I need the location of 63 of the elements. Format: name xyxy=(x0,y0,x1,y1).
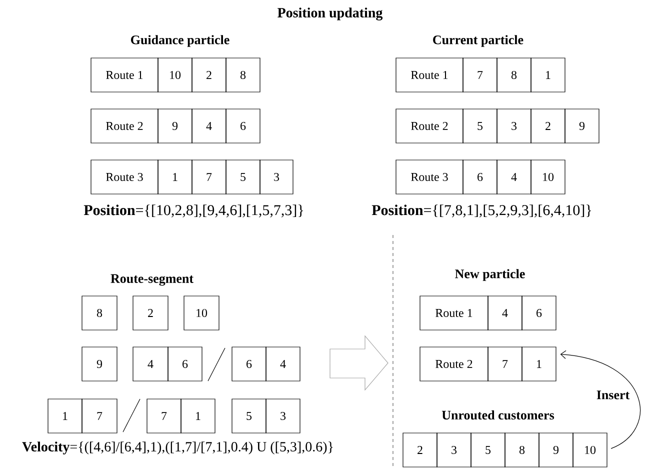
sequence-cell: 6 xyxy=(462,160,498,194)
sequence-cell: 1 xyxy=(158,160,192,194)
formula-text: Position={[10,2,8],[9,4,6],[1,5,7,3]} xyxy=(84,204,303,218)
formula-text: Position={[7,8,1],[5,2,9,3],[6,4,10]} xyxy=(372,204,591,218)
sequence-cell: 1 xyxy=(180,398,216,434)
sequence-cell: 3 xyxy=(436,432,472,468)
sequence-cell: 10 xyxy=(530,160,566,194)
sequence-cell: 1 xyxy=(48,398,82,434)
sequence-cell: 7 xyxy=(146,398,182,434)
sequence-cell: Route 3 xyxy=(396,160,464,194)
sequence-cell: 6 xyxy=(168,346,202,382)
sequence-cell: 4 xyxy=(266,346,300,382)
sequence-cell: 4 xyxy=(496,160,532,194)
sequence-cell: Route 2 xyxy=(420,346,488,382)
edge-label: Insert xyxy=(596,390,630,400)
sequence-cell: 5 xyxy=(462,108,498,144)
sequence-cell: 10 xyxy=(572,432,608,468)
sequence-cell: 7 xyxy=(462,58,498,92)
sequence-cell: 9 xyxy=(538,432,574,468)
sequence-cell: 1 xyxy=(522,346,556,382)
sequence-cell: 4 xyxy=(192,108,226,144)
sequence-cell: 2 xyxy=(132,296,168,330)
sequence-cell: 2 xyxy=(402,432,438,468)
heading: Guidance particle xyxy=(130,35,230,47)
sequence-cell: 10 xyxy=(158,58,192,92)
sequence-cell: Route 2 xyxy=(396,108,464,144)
sequence-cell: 5 xyxy=(232,398,266,434)
sequence-cell: 8 xyxy=(504,432,540,468)
sequence-cell: 10 xyxy=(184,296,220,330)
sequence-cell: 5 xyxy=(226,160,260,194)
sequence-cell: 2 xyxy=(192,58,226,92)
sequence-cell: 1 xyxy=(530,58,566,92)
sequence-cell: 6 xyxy=(226,108,260,144)
title: Position updating xyxy=(278,8,383,20)
sequence-cell: 6 xyxy=(232,346,266,382)
heading: Route-segment xyxy=(110,274,194,286)
sequence-cell: 7 xyxy=(488,346,522,382)
sequence-cell: 7 xyxy=(192,160,226,194)
sequence-cell: 3 xyxy=(266,398,300,434)
sequence-cell: 4 xyxy=(132,346,168,382)
sequence-cell: 9 xyxy=(158,108,192,144)
sequence-cell: 9 xyxy=(82,346,118,382)
sequence-cell: 8 xyxy=(496,58,532,92)
formula-text: Velocity={([4,6]/[6,4],1),([1,7]/[7,1],0.4) U ([5,3],0.6)} xyxy=(22,442,333,454)
sequence-cell: 8 xyxy=(226,58,260,92)
sequence-cell: 3 xyxy=(260,160,294,194)
sequence-cell: 5 xyxy=(470,432,506,468)
sequence-cell: 8 xyxy=(82,296,118,330)
sequence-cell: 3 xyxy=(496,108,532,144)
sequence-cell: 7 xyxy=(82,398,118,434)
sequence-cell: 6 xyxy=(522,296,556,330)
sequence-cell: Route 1 xyxy=(90,58,158,92)
curved-arrow xyxy=(560,350,640,449)
sequence-cell: 4 xyxy=(488,296,522,330)
heading: New particle xyxy=(455,269,525,281)
sequence-cell: 2 xyxy=(530,108,566,144)
sequence-cell: 9 xyxy=(564,108,600,144)
sequence-cell: Route 3 xyxy=(90,160,158,194)
heading: Unrouted customers xyxy=(442,410,554,420)
sequence-cell: Route 2 xyxy=(90,108,158,144)
sequence-cell: Route 1 xyxy=(420,296,488,330)
heading: Current particle xyxy=(433,35,524,47)
sequence-cell: Route 1 xyxy=(396,58,464,92)
